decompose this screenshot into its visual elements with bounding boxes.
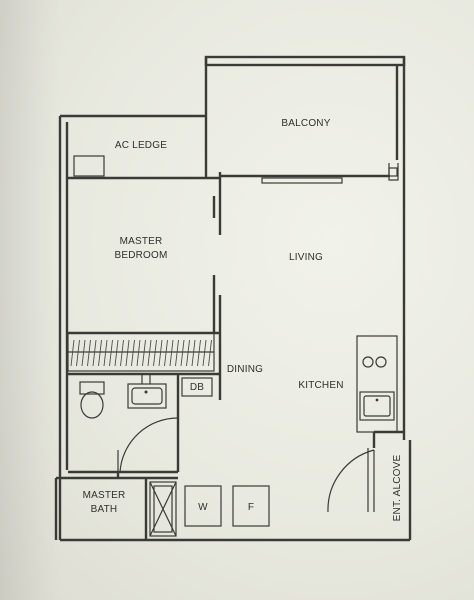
toilet-icon <box>79 381 105 419</box>
master-bath-label-line1: MASTER <box>83 490 126 501</box>
wardrobe-hanger <box>158 339 163 367</box>
entrance-door <box>327 430 404 513</box>
wardrobe-hanger <box>92 339 97 367</box>
entrance-alcove-label: ENT. ALCOVE <box>392 455 403 522</box>
wardrobe-hanger <box>131 339 135 367</box>
wardrobe-hanger <box>142 339 146 367</box>
master-bedroom-label-line1: MASTER <box>120 236 163 247</box>
wardrobe-hanger <box>153 339 157 367</box>
wardrobe-hanger <box>125 339 130 367</box>
wardrobe-hanger <box>191 339 196 367</box>
wardrobe-hanger <box>109 339 113 367</box>
wardrobe-hanger <box>147 339 152 367</box>
fridge-label: F <box>248 502 254 513</box>
wardrobe-hanger <box>164 339 168 367</box>
wardrobe-hanger <box>186 339 190 367</box>
living-label: LIVING <box>289 252 323 263</box>
fridge-icon <box>232 485 270 527</box>
wardrobe-hanger <box>76 339 80 367</box>
wardrobe-hanger <box>180 339 185 367</box>
wardrobe-hanger <box>120 339 124 367</box>
db-label: DB <box>190 382 204 393</box>
wardrobe-hanger <box>114 339 119 367</box>
washer-icon <box>184 485 222 527</box>
wardrobe-hanger <box>169 339 174 367</box>
wardrobe-hanger <box>70 339 75 367</box>
wardrobe-hanger <box>208 339 212 367</box>
outer-walls <box>54 55 412 542</box>
ac-ledge-label: AC LEDGE <box>115 140 167 151</box>
bath-walls <box>62 372 220 540</box>
wardrobe <box>67 332 215 372</box>
wardrobe-hanger <box>197 339 201 367</box>
kitchen-label: KITCHEN <box>298 380 343 391</box>
washer-label: W <box>198 502 208 513</box>
shower-icon <box>149 481 177 537</box>
photo-shadow <box>0 0 60 600</box>
wardrobe-hanger <box>175 339 179 367</box>
ac-ledge-walls <box>67 118 222 235</box>
basin-icon <box>127 374 167 409</box>
wardrobe-hanger <box>98 339 102 367</box>
wardrobe-hanger <box>87 339 91 367</box>
wardrobe-hanger <box>136 339 141 367</box>
kitchen-counter <box>356 335 398 433</box>
bath-door-swing <box>117 417 179 473</box>
master-bedroom-label-line2: BEDROOM <box>114 250 167 261</box>
balcony-label: BALCONY <box>281 118 330 129</box>
dining-label: DINING <box>227 364 263 375</box>
master-bath-label-line2: BATH <box>91 504 118 515</box>
balcony-sliding-door <box>220 163 399 184</box>
wardrobe-hanger <box>81 339 86 367</box>
wardrobe-hanger <box>103 339 108 367</box>
wardrobe-hanger <box>202 339 207 367</box>
